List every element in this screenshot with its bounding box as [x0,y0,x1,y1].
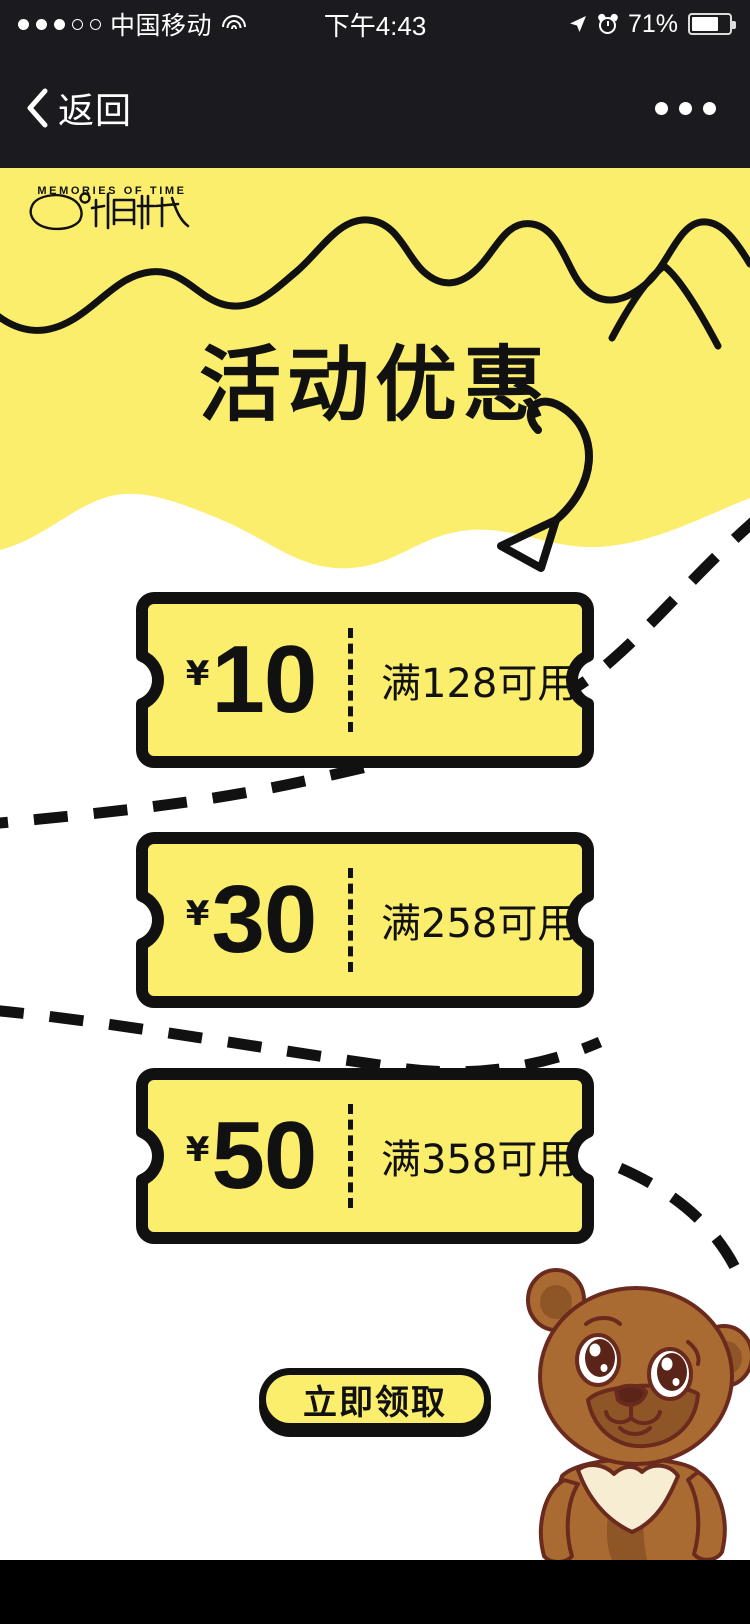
signal-strength-icon [18,18,101,30]
coupon-divider [348,1104,353,1208]
coupon-divider [348,628,353,732]
carrier-label: 中国移动 [110,12,213,40]
coupon-ticket-shape [136,592,594,768]
coupon-ticket-shape [136,1068,594,1244]
wifi-icon [221,14,247,34]
hero-squiggle-decoration [0,216,750,350]
battery-icon [688,13,736,35]
currency-symbol: ¥ [185,1130,210,1170]
alarm-clock-icon [596,12,619,34]
brand-logo-tagline: MEMORIES OF TIME [37,185,187,197]
coupon-card[interactable]: ¥ 30 满258可用 [136,832,594,1008]
coupon-value: 30 [211,866,317,973]
coupon-amount: ¥ 30 [136,872,348,968]
brand-logo: MEMORIES OF TIME [22,184,202,231]
brand-logo-mark [29,192,190,231]
coupon-card[interactable]: ¥ 50 满358可用 [136,1068,594,1244]
claim-now-button[interactable]: 立即领取 [259,1368,491,1430]
more-dot [703,101,716,115]
status-bar: 中国移动 下午4:43 71% [0,0,750,48]
bear-mascot [492,1264,750,1560]
coupon-condition: 满128可用 [381,661,578,707]
coupon-amount: ¥ 10 [136,632,348,728]
coupon-condition: 满258可用 [381,901,578,947]
coupon-value: 50 [211,1102,317,1209]
coupon-condition: 满358可用 [381,1137,578,1183]
status-bar-left: 中国移动 [18,6,247,42]
page-title: 活动优惠 [198,338,551,433]
status-bar-right: 71% [568,9,736,39]
currency-symbol: ¥ [185,654,210,694]
hero-banner: MEMORIES OF TIME 活动优惠 [0,168,750,588]
chevron-left-icon [27,88,48,128]
page-content: MEMORIES OF TIME 活动优惠 [0,168,750,1560]
more-dot [679,101,692,115]
back-button[interactable]: 返回 [24,82,132,134]
home-indicator-bar [0,1560,750,1624]
more-dot [655,101,668,115]
coupon-ticket-shape [136,832,594,1008]
back-button-label: 返回 [58,90,133,131]
coupon-value: 10 [211,626,317,733]
battery-percent-label: 71% [627,9,678,38]
coupon-amount: ¥ 50 [136,1108,348,1204]
coupon-divider [348,868,353,972]
coupon-card[interactable]: ¥ 10 满128可用 [136,592,594,768]
nav-bar: 返回 [0,48,750,168]
location-arrow-icon [569,16,586,32]
currency-symbol: ¥ [185,894,210,934]
cta-container: 立即领取 [0,1368,750,1430]
bear-mascot-illustration [526,1268,750,1560]
more-options-button[interactable] [645,92,726,125]
